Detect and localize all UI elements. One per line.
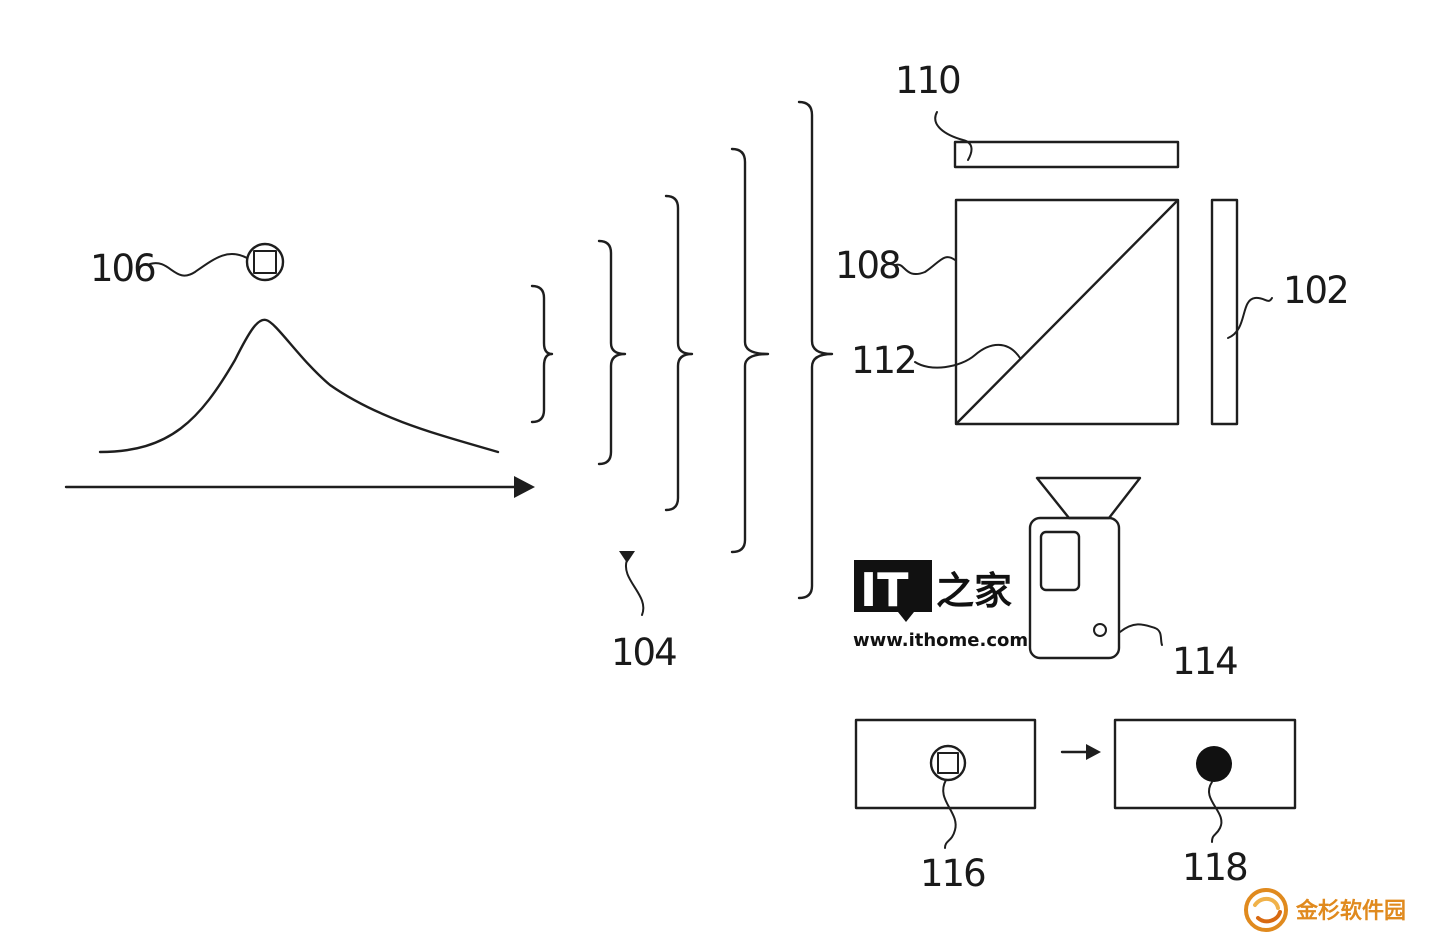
label-102: 102 [1283, 269, 1348, 312]
intensity-curve [98, 318, 500, 454]
leader-108 [895, 256, 956, 275]
ithome-watermark: IT 之家 www.ithome.com [853, 560, 1028, 651]
label-118: 118 [1182, 846, 1247, 889]
brace-4 [730, 147, 770, 554]
ithome-logo-text: IT [860, 563, 909, 617]
label-106: 106 [90, 247, 155, 290]
plate-110 [953, 140, 1180, 169]
ithome-logo-cn: 之家 [936, 568, 1012, 613]
light-source-102 [1210, 198, 1239, 426]
propagation-arrow [64, 476, 535, 498]
jinshan-watermark: 金杉软件园 [1244, 888, 1406, 932]
particle-106 [245, 242, 285, 282]
leader-102 [1227, 296, 1273, 339]
wavefront-braces [530, 100, 834, 600]
leader-112 [914, 343, 1021, 369]
label-112: 112 [851, 339, 916, 382]
label-108: 108 [835, 244, 900, 287]
transform-arrow [1060, 744, 1101, 760]
ithome-url: www.ithome.com [853, 630, 1028, 651]
ithome-logo-box [854, 560, 932, 612]
image-118 [1113, 718, 1297, 843]
beam-splitter-108 [954, 198, 1180, 426]
label-104: 104 [611, 631, 676, 674]
leader-114 [1119, 623, 1163, 646]
leader-104 [619, 551, 645, 616]
brace-3 [664, 194, 694, 512]
label-114: 114 [1172, 640, 1237, 683]
camera-114 [1028, 476, 1142, 660]
image-116 [854, 718, 1037, 849]
brace-2 [597, 239, 627, 466]
label-116: 116 [920, 852, 985, 895]
label-110: 110 [895, 59, 960, 102]
jinshan-swirl-icon [1244, 888, 1288, 932]
brace-5 [797, 100, 834, 600]
leader-106 [149, 253, 248, 277]
diagonal-112 [956, 200, 1178, 424]
brace-1 [530, 284, 554, 424]
jinshan-text: 金杉软件园 [1295, 898, 1406, 924]
leader-110 [934, 111, 973, 161]
